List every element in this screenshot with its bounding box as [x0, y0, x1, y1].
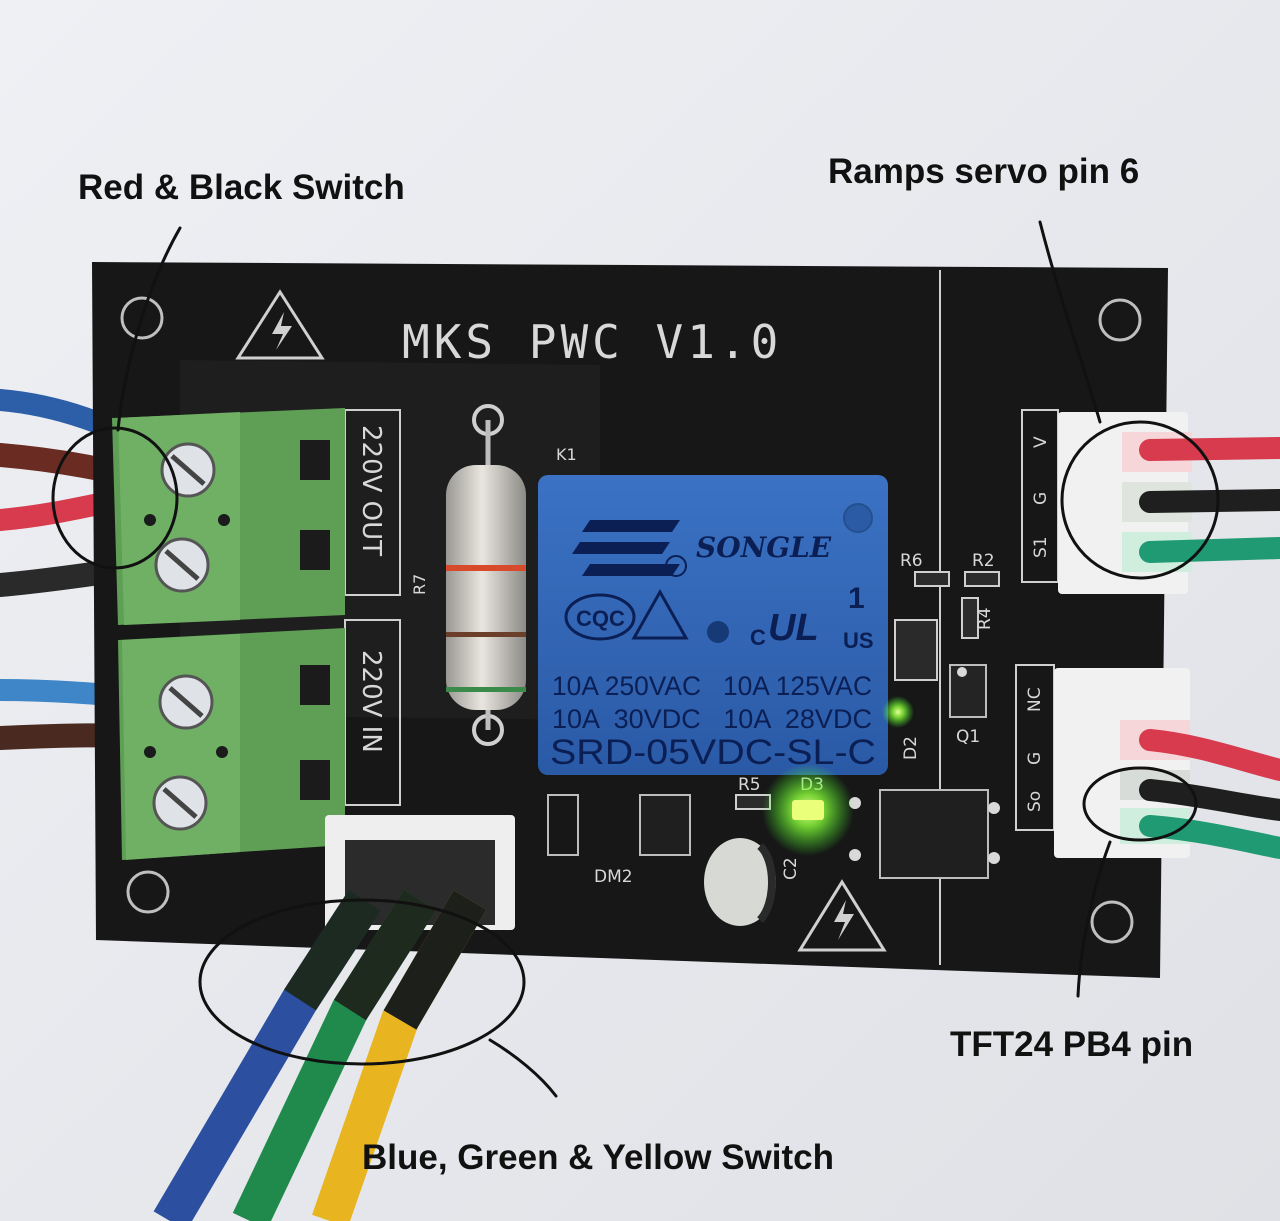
cap-text-3: RVT [744, 872, 760, 900]
circle-red-black [51, 426, 179, 570]
circle-tft-pin [1082, 766, 1198, 842]
part-q1: Q1 [956, 727, 980, 747]
hazard-icon [235, 289, 325, 360]
part-c2: C2 [781, 857, 801, 880]
part-d2: D2 [901, 736, 921, 760]
right-wires [1139, 437, 1280, 859]
in-label: 220V IN [356, 650, 386, 753]
screw-icon [152, 775, 208, 831]
label-blue-green-yellow-switch: Blue, Green & Yellow Switch [362, 1138, 834, 1177]
relay-songle: SONGLE CQC C UL US 1 10A 250VAC 10A 125V… [538, 475, 888, 775]
terminal-in [118, 628, 345, 860]
part-r4: R4 [975, 607, 995, 630]
resistor-ref: R7 [410, 574, 429, 595]
relay-rating-2: 10A 30VDC 10A 28VDC [552, 704, 872, 734]
tft-pin-g: G [1025, 752, 1045, 765]
relay-ul-mark: UL [768, 607, 819, 649]
warning-triangle-icon [631, 588, 689, 640]
part-r5: R5 [738, 775, 761, 795]
label-red-black-switch: Red & Black Switch [78, 168, 405, 207]
out-label: 220V OUT [356, 425, 386, 556]
terminal-out [112, 408, 345, 625]
circle-bottom-wires [198, 898, 526, 1066]
mount-hole-tr [1098, 298, 1142, 342]
relay-us-mark: US [843, 628, 874, 653]
servo-pin-g: G [1031, 492, 1051, 505]
smd-parts [547, 571, 1000, 879]
relay-model: SRD-05VDC-SL-C [550, 733, 876, 772]
part-dm2: DM2 [594, 867, 633, 887]
relay-ref: K1 [556, 445, 577, 464]
servo-pin-s1: S1 [1031, 536, 1051, 558]
part-r2: R2 [972, 551, 995, 571]
bottom-wires [153, 889, 487, 1221]
mount-hole-bl [126, 870, 170, 914]
board-title: MKS PWC V1.0 [402, 315, 782, 369]
relay-c-mark: C [750, 625, 766, 650]
label-ramps-servo-pin: Ramps servo pin 6 [828, 152, 1140, 191]
relay-brand: SONGLE [696, 531, 832, 564]
part-r6: R6 [900, 551, 923, 571]
label-tft24-pin: TFT24 PB4 pin [950, 1025, 1194, 1064]
relay-rating-1: 10A 250VAC 10A 125VAC [552, 671, 872, 701]
capacitor: 10 35V RVT [704, 838, 776, 926]
mount-hole-br [1090, 900, 1134, 944]
mount-hole-tl [120, 296, 164, 340]
hazard-icon-bottom [797, 879, 887, 952]
relay-number: 1 [848, 582, 865, 615]
tft-pin-nc: NC [1025, 687, 1045, 712]
screw-icon [158, 674, 214, 730]
circle-servo-header [1060, 420, 1220, 580]
songle-logo-icon [572, 520, 680, 576]
tft-pin-so: So [1025, 791, 1045, 812]
screw-icon [154, 537, 210, 593]
cap-text-1: 10 [712, 874, 728, 892]
servo-pin-v: V [1031, 436, 1051, 448]
resistor-r7 [446, 404, 526, 746]
relay-cert-cqc: CQC [576, 606, 625, 631]
screw-icon [160, 442, 216, 498]
annotation-marks [51, 220, 1220, 1098]
cap-text-2: 35V [728, 872, 744, 900]
